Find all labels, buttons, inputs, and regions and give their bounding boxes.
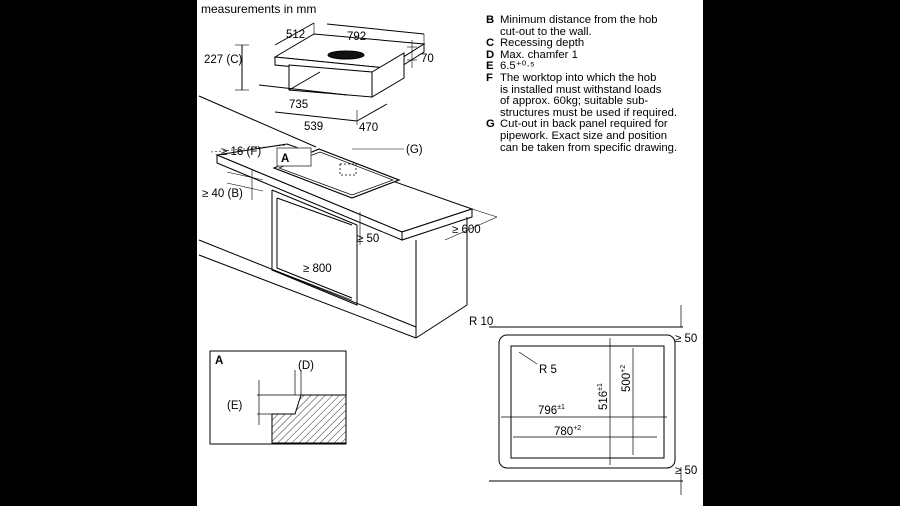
hob-top-thickness-label: 70 [421, 53, 434, 65]
detail-e-label: (E) [227, 400, 243, 412]
outer-radius-label: R 10 [469, 316, 493, 328]
top-clearance-label: ≥ 50 [675, 333, 697, 345]
inner-height-tolerance: +2 [620, 365, 627, 373]
cutout-width-label: 735 [289, 99, 308, 111]
note-e: E 6.5⁺⁰·⁵ [486, 60, 535, 73]
outer-height-label: 516 [598, 391, 610, 410]
worktop-depth-label: ≥ 600 [452, 224, 481, 236]
detail-a-marker [276, 147, 312, 167]
note-c: C Recessing depth [486, 37, 585, 50]
cutout-inner-frame [510, 345, 665, 459]
inner-height-label: 500 [621, 373, 633, 392]
hob-height-label: 227 (C) [204, 54, 243, 66]
inner-width-tolerance: +2 [573, 425, 581, 432]
hob-width-label: 792 [347, 31, 366, 43]
svg-text:516±1: 516±1 [597, 383, 610, 410]
side-distance-label: 470 [359, 122, 378, 134]
cabinet-width-label: ≥ 800 [303, 263, 332, 275]
gap-label: ≥ 50 [357, 233, 379, 245]
inner-width-label: 780 [554, 426, 573, 438]
installation-drawing: 512 792 227 (C) 70 735 539 470 ≥ 16 (F) … [198, 22, 697, 495]
hob-depth-label: 512 [286, 29, 305, 41]
note-d: D Max. chamfer 1 [486, 48, 578, 61]
outer-width-label: 796 [538, 405, 557, 417]
inner-radius-label: R 5 [539, 364, 557, 376]
cutout-plan [489, 305, 683, 495]
hob-drawing [235, 22, 426, 125]
pipework-g-label: (G) [406, 144, 423, 156]
outer-height-tolerance: ±1 [597, 383, 604, 391]
page-title: measurements in mm [201, 2, 317, 16]
outer-width-tolerance: ±1 [557, 404, 565, 411]
wall-distance-b-label: ≥ 40 (B) [202, 188, 243, 200]
svg-text:500+2: 500+2 [620, 365, 633, 392]
worktop-drawing [198, 95, 498, 339]
detail-a [209, 350, 347, 445]
worktop-f-label: ≥ 16 (F) [221, 146, 261, 158]
hob-vent-icon [327, 50, 365, 60]
svg-text:780+2: 780+2 [554, 425, 581, 438]
detail-d-label: (D) [298, 360, 314, 372]
cutout-outer-frame [498, 334, 676, 469]
bottom-clearance-label: ≥ 50 [675, 465, 697, 477]
drawing-sheet: measurements in mm [197, 0, 703, 506]
cutout-depth-label: 539 [304, 121, 323, 133]
svg-text:796±1: 796±1 [538, 404, 565, 417]
detail-a-title: A [215, 355, 223, 367]
detail-a-marker-label: A [281, 153, 289, 165]
